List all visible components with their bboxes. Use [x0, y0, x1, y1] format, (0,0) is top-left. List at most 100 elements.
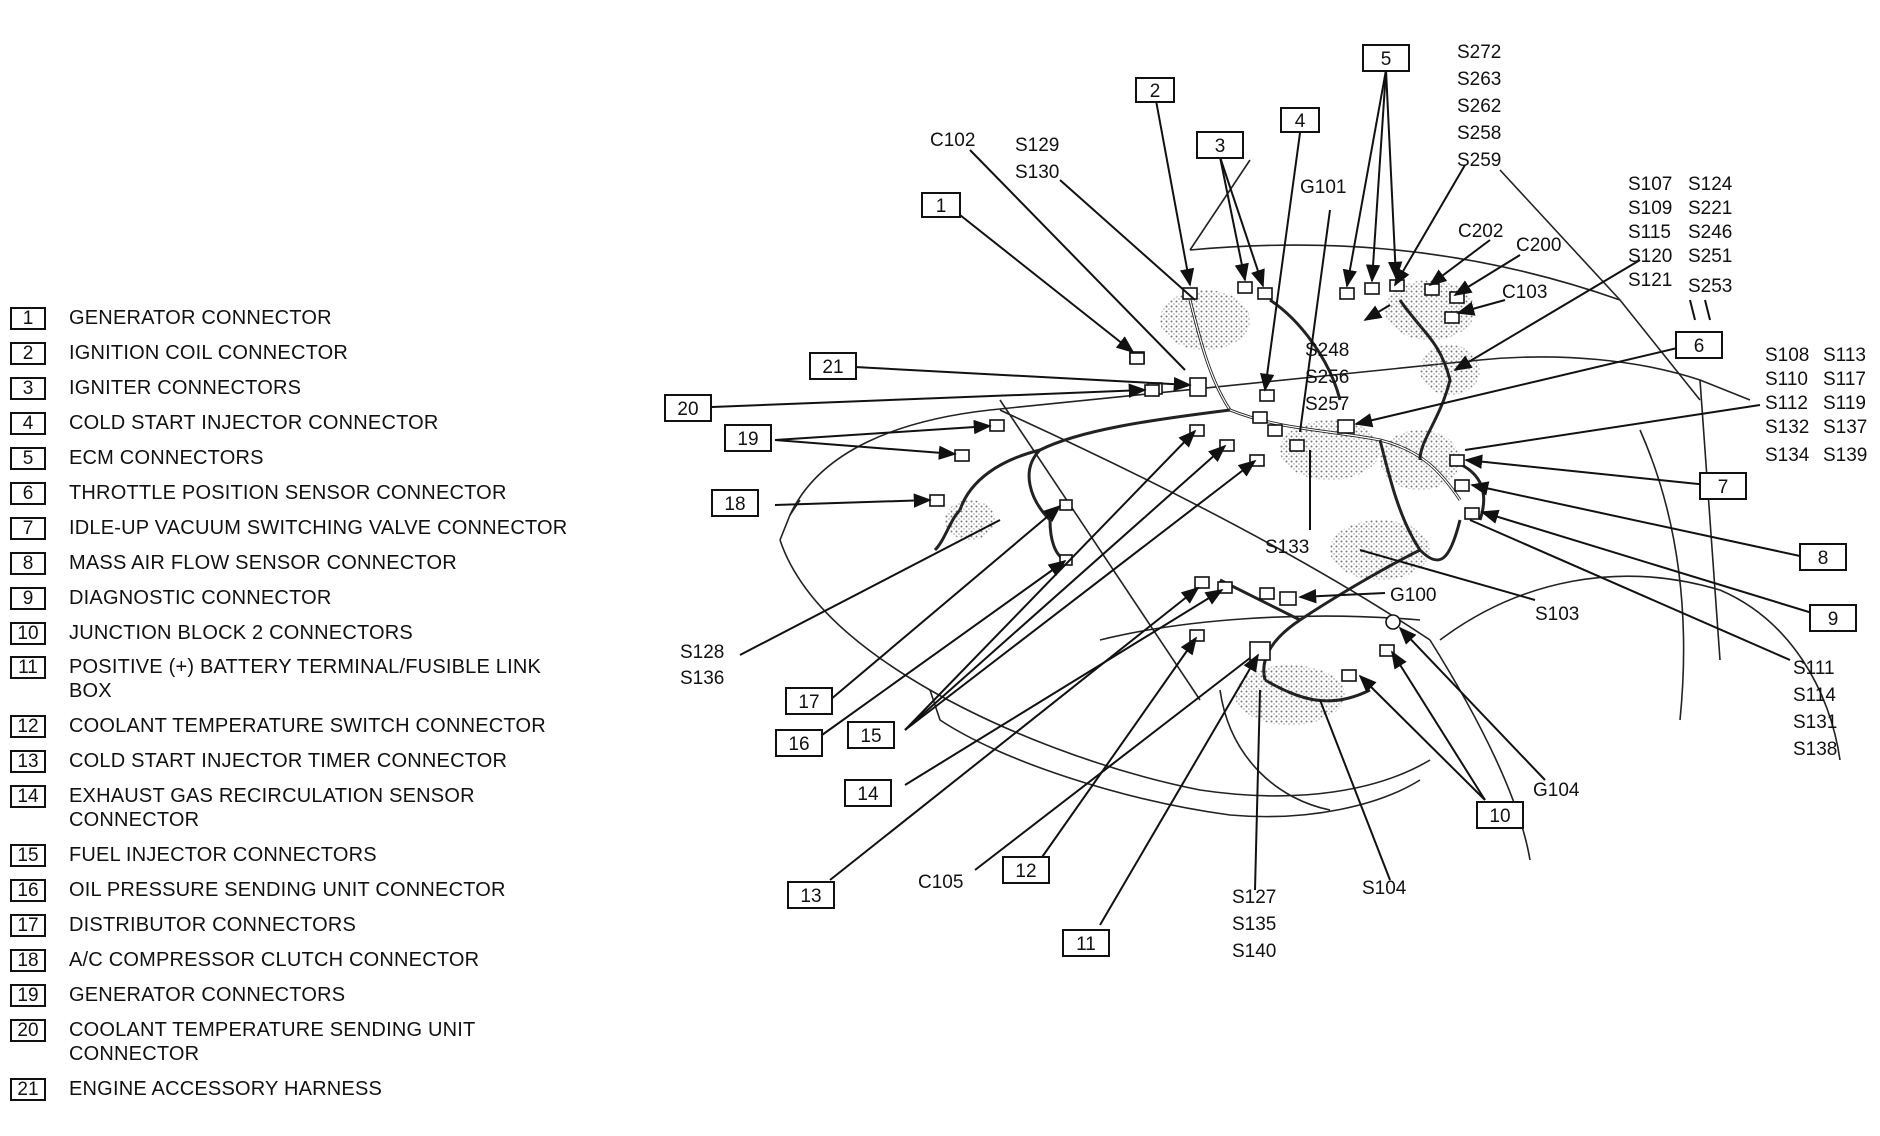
legend-label: FUEL INJECTOR CONNECTORS — [69, 844, 377, 866]
callout-3: 3 — [1196, 131, 1244, 159]
legend-number: 8 — [10, 552, 46, 575]
ref-s108: S108 — [1765, 345, 1809, 366]
connectors — [929, 279, 1480, 682]
wiring-harness — [933, 298, 1486, 703]
legend-number: 6 — [10, 482, 46, 505]
ref-s129: S129 — [1015, 135, 1059, 156]
ref-g101: G101 — [1300, 177, 1346, 198]
legend-number: 14 — [10, 785, 46, 808]
legend-label: IDLE-UP VACUUM SWITCHING VALVE CONNECTOR — [69, 517, 568, 539]
legend-item: 15 FUEL INJECTOR CONNECTORS — [10, 843, 650, 867]
ref-s259: S259 — [1457, 150, 1501, 171]
ref-s119: S119 — [1823, 393, 1866, 414]
ref-s131: S131 — [1793, 712, 1837, 733]
ref-s120: S120 — [1628, 246, 1672, 267]
callout-12: 12 — [1002, 856, 1050, 884]
ref-s103: S103 — [1535, 604, 1579, 625]
legend-item: 8 MASS AIR FLOW SENSOR CONNECTOR — [10, 551, 650, 575]
legend-number: 3 — [10, 377, 46, 400]
legend-number: 7 — [10, 517, 46, 540]
callout-9: 9 — [1809, 604, 1857, 632]
callout-20: 20 — [664, 394, 712, 422]
callout-7: 7 — [1699, 472, 1747, 500]
ref-c103: C103 — [1502, 282, 1547, 303]
legend-label: DIAGNOSTIC CONNECTOR — [69, 587, 332, 609]
ref-s134: S134 — [1765, 445, 1810, 466]
ref-s113: S113 — [1823, 345, 1866, 366]
ref-s136: S136 — [680, 668, 724, 689]
ref-s262: S262 — [1457, 96, 1501, 117]
ref-s221: S221 — [1688, 198, 1732, 219]
ref-s117: S117 — [1823, 369, 1866, 390]
legend-number: 18 — [10, 949, 46, 972]
svg-text:7: 7 — [1718, 477, 1729, 498]
legend-label: ECM CONNECTORS — [69, 447, 264, 469]
ref-s112: S112 — [1765, 393, 1808, 414]
harness-shading — [945, 280, 1480, 725]
legend-label: COOLANT TEMPERATURE SENDING UNIT CONNECT… — [69, 1019, 476, 1065]
svg-text:15: 15 — [860, 726, 881, 747]
ref-s135: S135 — [1232, 914, 1276, 935]
callout-6: 6 — [1675, 331, 1723, 359]
svg-text:8: 8 — [1818, 548, 1829, 569]
ref-s253: S253 — [1688, 276, 1732, 297]
legend-number: 15 — [10, 844, 46, 867]
svg-text:2: 2 — [1150, 81, 1161, 102]
legend-number: 21 — [10, 1078, 46, 1101]
svg-text:5: 5 — [1381, 49, 1392, 70]
ref-s140: S140 — [1232, 941, 1276, 962]
legend-number: 1 — [10, 307, 46, 330]
legend-number: 4 — [10, 412, 46, 435]
svg-text:6: 6 — [1694, 336, 1705, 357]
ref-s257: S257 — [1305, 394, 1349, 415]
callout-1: 1 — [921, 192, 961, 218]
ref-s115: S115 — [1628, 222, 1671, 243]
ref-s114: S114 — [1793, 685, 1836, 706]
ref-s124: S124 — [1688, 174, 1733, 195]
ref-s246: S246 — [1688, 222, 1732, 243]
legend-number: 5 — [10, 447, 46, 470]
legend-label: EXHAUST GAS RECIRCULATION SENSOR CONNECT… — [69, 785, 475, 831]
svg-text:11: 11 — [1076, 934, 1096, 955]
callout-13: 13 — [787, 881, 835, 909]
ref-s263: S263 — [1457, 69, 1501, 90]
svg-text:19: 19 — [737, 429, 758, 450]
legend-label: GENERATOR CONNECTOR — [69, 307, 332, 329]
legend-item: 1 GENERATOR CONNECTOR — [10, 306, 650, 330]
ref-s130: S130 — [1015, 162, 1059, 183]
ref-c202: C202 — [1458, 221, 1503, 242]
ref-g100: G100 — [1390, 585, 1436, 606]
callout-15: 15 — [847, 721, 895, 749]
legend-label: GENERATOR CONNECTORS — [69, 984, 346, 1006]
ref-s139: S139 — [1823, 445, 1867, 466]
ref-s111: S111 — [1793, 658, 1835, 679]
legend-label: MASS AIR FLOW SENSOR CONNECTOR — [69, 552, 457, 574]
ref-s256: S256 — [1305, 367, 1349, 388]
legend-label: THROTTLE POSITION SENSOR CONNECTOR — [69, 482, 507, 504]
ref-c102: C102 — [930, 130, 975, 151]
legend-number: 17 — [10, 914, 46, 937]
callout-14: 14 — [844, 779, 892, 807]
callout-17: 17 — [785, 687, 833, 715]
legend-number: 13 — [10, 750, 46, 773]
svg-text:12: 12 — [1015, 861, 1036, 882]
svg-text:14: 14 — [857, 784, 879, 805]
ref-s248: S248 — [1305, 340, 1349, 361]
ref-c200: C200 — [1516, 235, 1561, 256]
ref-g104: G104 — [1533, 780, 1580, 801]
ref-s107: S107 — [1628, 174, 1672, 195]
ref-s104: S104 — [1362, 878, 1407, 899]
callout-21: 21 — [809, 352, 857, 380]
